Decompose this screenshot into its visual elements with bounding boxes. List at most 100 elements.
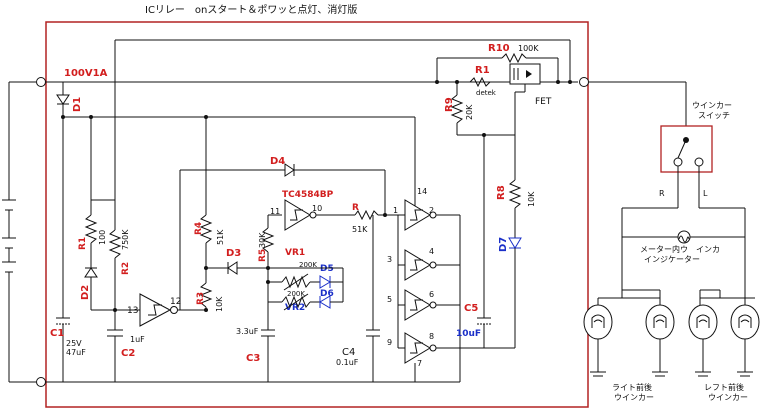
meter-label-1: メーター内ウ インカ [640, 244, 720, 254]
label-C1-voltage: 25V [66, 339, 82, 348]
module-border [45, 21, 589, 408]
label-R3-value: 10K [215, 296, 224, 312]
inverter-gate-12 [139, 293, 178, 327]
capacitor-C2 [107, 310, 123, 382]
pin-5: 5 [387, 295, 392, 304]
variable-resistor-VR1 [268, 273, 320, 291]
bulb-right-rear [645, 290, 675, 377]
label-D3: D3 [226, 248, 241, 259]
detector-resistor [469, 76, 491, 88]
lamp-right-label-2: ウインカー [614, 393, 654, 402]
label-R8-value: 10K [527, 191, 536, 207]
pin-9: 9 [387, 338, 392, 347]
label-C5-value: 10uF [456, 329, 481, 339]
capacitor-C3 [261, 329, 275, 382]
label-C3-value: 3.3uF [236, 327, 259, 336]
switch-pin-l: L [703, 189, 708, 198]
resistor-R10 [501, 52, 527, 64]
label-VR2: VR2 [285, 303, 305, 313]
ground-rail [9, 377, 460, 387]
label-C4: C4 [342, 347, 355, 358]
label-D6: D6 [320, 289, 334, 299]
diode-D6 [319, 295, 343, 309]
switch-label-2: スイッチ [698, 111, 730, 120]
label-R5-value: 30K [258, 232, 267, 248]
diode-D1 [56, 82, 70, 318]
pin-8: 8 [429, 332, 434, 341]
diagram-title: ICリレー onスタート＆ポワッと点灯、消灯版 [145, 3, 357, 16]
label-detector-r: R1 [475, 65, 490, 76]
pin-1: 1 [393, 206, 398, 215]
positive-rail [9, 77, 687, 140]
label-C2: C2 [121, 348, 135, 359]
label-R10-value: 100K [518, 44, 539, 53]
label-R5: R5 [258, 249, 268, 262]
label-R8: R8 [496, 185, 507, 200]
inverter-gate-2 [404, 199, 437, 231]
pin-2: 2 [429, 206, 434, 215]
bulb-left-rear [730, 298, 760, 377]
diode-D4 [284, 163, 295, 177]
diode-D2 [84, 267, 140, 311]
inverter-gate-10 [284, 199, 317, 231]
pin-4: 4 [429, 247, 434, 256]
label-detector: detek [476, 89, 497, 97]
resistor-R5 [261, 227, 275, 253]
resistor-R1 [84, 200, 98, 268]
label-D2: D2 [80, 285, 91, 300]
capacitor-C1 [56, 317, 70, 382]
supply-label: 100V1A [64, 68, 108, 79]
label-R2-value: 750K [121, 229, 130, 250]
bulb-right-front [583, 298, 613, 377]
pin-6: 6 [429, 290, 434, 299]
turn-signal-switch [660, 125, 713, 208]
pin-12: 12 [170, 297, 181, 307]
label-C2-value: 1uF [130, 335, 145, 344]
inverter-gate-4 [404, 249, 437, 281]
label-C1: C1 [50, 328, 64, 339]
label-R10: R10 [488, 43, 510, 54]
label-R: R [352, 203, 359, 213]
capacitor-C4 [366, 329, 380, 382]
label-VR2-value: 200K [287, 290, 305, 298]
label-D4: D4 [270, 156, 285, 167]
switch-label-1: ウインカー [692, 101, 732, 110]
label-R4: R4 [194, 222, 204, 235]
resistor-R8 [508, 179, 522, 209]
lamp-left-label-2: ウインカー [708, 393, 748, 402]
capacitor-C5 [477, 317, 491, 348]
pin-10: 10 [312, 204, 322, 213]
label-C1-cap: 47uF [66, 348, 86, 357]
label-R4-value: 51K [216, 229, 225, 245]
label-D7: D7 [498, 237, 509, 252]
pin-14: 14 [417, 187, 427, 196]
label-R9-value: 20K [465, 104, 474, 120]
resistor-R2 [108, 229, 122, 310]
pin-7: 7 [417, 359, 422, 368]
label-C5: C5 [464, 303, 478, 314]
label-R-value: 51K [352, 225, 368, 234]
label-R2: R2 [121, 262, 131, 275]
label-R1-value: 100 [98, 230, 107, 245]
pin-13: 13 [127, 306, 138, 316]
meter-indicator-lamp [622, 230, 745, 244]
diode-D5 [319, 275, 343, 289]
resistor-R9 [450, 94, 464, 124]
lamp-right-label-1: ライト前後 [612, 382, 652, 392]
bulb-left-front [688, 290, 718, 377]
label-D5: D5 [320, 264, 334, 274]
resistor-R4 [199, 214, 213, 244]
lamp-left-label-1: レフト前後 [704, 382, 744, 392]
label-C4-value: 0.1uF [336, 358, 359, 367]
switch-pin-r: R [659, 189, 665, 198]
resistor-R [354, 209, 400, 221]
diode-D3 [227, 261, 238, 275]
battery [2, 82, 16, 382]
meter-label-2: インジケーター [644, 255, 700, 264]
fet-transistor [509, 63, 541, 100]
pin-3: 3 [387, 255, 392, 264]
label-fet: FET [535, 97, 552, 107]
diode-D7 [508, 237, 522, 249]
label-D1: D1 [72, 97, 83, 112]
